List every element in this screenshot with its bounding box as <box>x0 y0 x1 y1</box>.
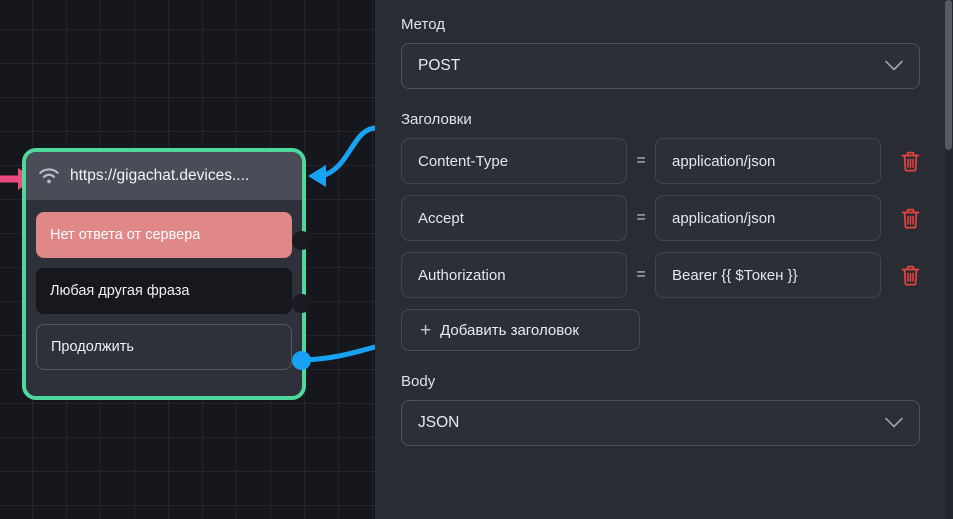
delete-header-button[interactable] <box>893 144 927 178</box>
body-label: Body <box>401 373 436 390</box>
add-header-button[interactable]: + Добавить заголовок <box>401 309 640 351</box>
body-group: Body JSON <box>401 373 929 446</box>
panel-scrollbar-thumb[interactable] <box>945 0 952 150</box>
header-key-input[interactable]: Authorization <box>401 252 627 298</box>
method-label: Метод <box>401 16 445 33</box>
trash-icon <box>901 208 919 228</box>
header-value-input[interactable]: Bearer {{ $Токен }} <box>655 252 881 298</box>
add-header-label: Добавить заголовок <box>440 321 579 339</box>
node-option-continue[interactable]: Продолжить <box>36 324 292 370</box>
properties-panel: Метод POST Заголовки Content-Type = appl… <box>375 0 953 519</box>
http-request-node[interactable]: https://gigachat.devices.... Нет ответа … <box>22 148 306 400</box>
header-row: Authorization = Bearer {{ $Токен }} <box>401 252 929 298</box>
wifi-icon <box>39 168 59 184</box>
plus-icon: + <box>420 319 432 341</box>
node-option-error[interactable]: Нет ответа от сервера <box>36 212 292 258</box>
header-equals: = <box>636 152 646 169</box>
chevron-down-icon <box>885 417 903 428</box>
delete-header-button[interactable] <box>893 258 927 292</box>
header-key-input[interactable]: Accept <box>401 195 627 241</box>
panel-scrollbar-track[interactable] <box>945 0 953 519</box>
output-port-error[interactable] <box>292 231 311 250</box>
flow-canvas[interactable]: https://gigachat.devices.... Нет ответа … <box>0 0 375 519</box>
node-title: https://gigachat.devices.... <box>70 167 250 184</box>
header-equals: = <box>636 209 646 226</box>
node-option-fallback[interactable]: Любая другая фраза <box>36 268 292 314</box>
headers-group: Заголовки Content-Type = application/jso… <box>401 111 929 351</box>
chevron-down-icon <box>885 60 903 71</box>
output-port-fallback[interactable] <box>292 294 311 313</box>
header-equals: = <box>636 266 646 283</box>
method-value: POST <box>418 57 461 74</box>
outgoing-link-bottom <box>302 344 375 363</box>
incoming-link-top <box>308 125 375 187</box>
header-value-input[interactable]: application/json <box>655 138 881 184</box>
method-group: Метод POST <box>401 16 929 89</box>
header-row: Accept = application/json <box>401 195 929 241</box>
header-key-input[interactable]: Content-Type <box>401 138 627 184</box>
header-value-input[interactable]: application/json <box>655 195 881 241</box>
body-type-value: JSON <box>418 414 460 431</box>
body-type-select[interactable]: JSON <box>401 400 920 446</box>
node-options-list: Нет ответа от сервера Любая другая фраза… <box>26 200 302 380</box>
output-port-continue[interactable] <box>292 351 311 370</box>
node-header[interactable]: https://gigachat.devices.... <box>26 152 302 200</box>
trash-icon <box>901 151 919 171</box>
headers-label: Заголовки <box>401 111 472 128</box>
delete-header-button[interactable] <box>893 201 927 235</box>
header-row: Content-Type = application/json <box>401 138 929 184</box>
trash-icon <box>901 265 919 285</box>
method-select[interactable]: POST <box>401 43 920 89</box>
